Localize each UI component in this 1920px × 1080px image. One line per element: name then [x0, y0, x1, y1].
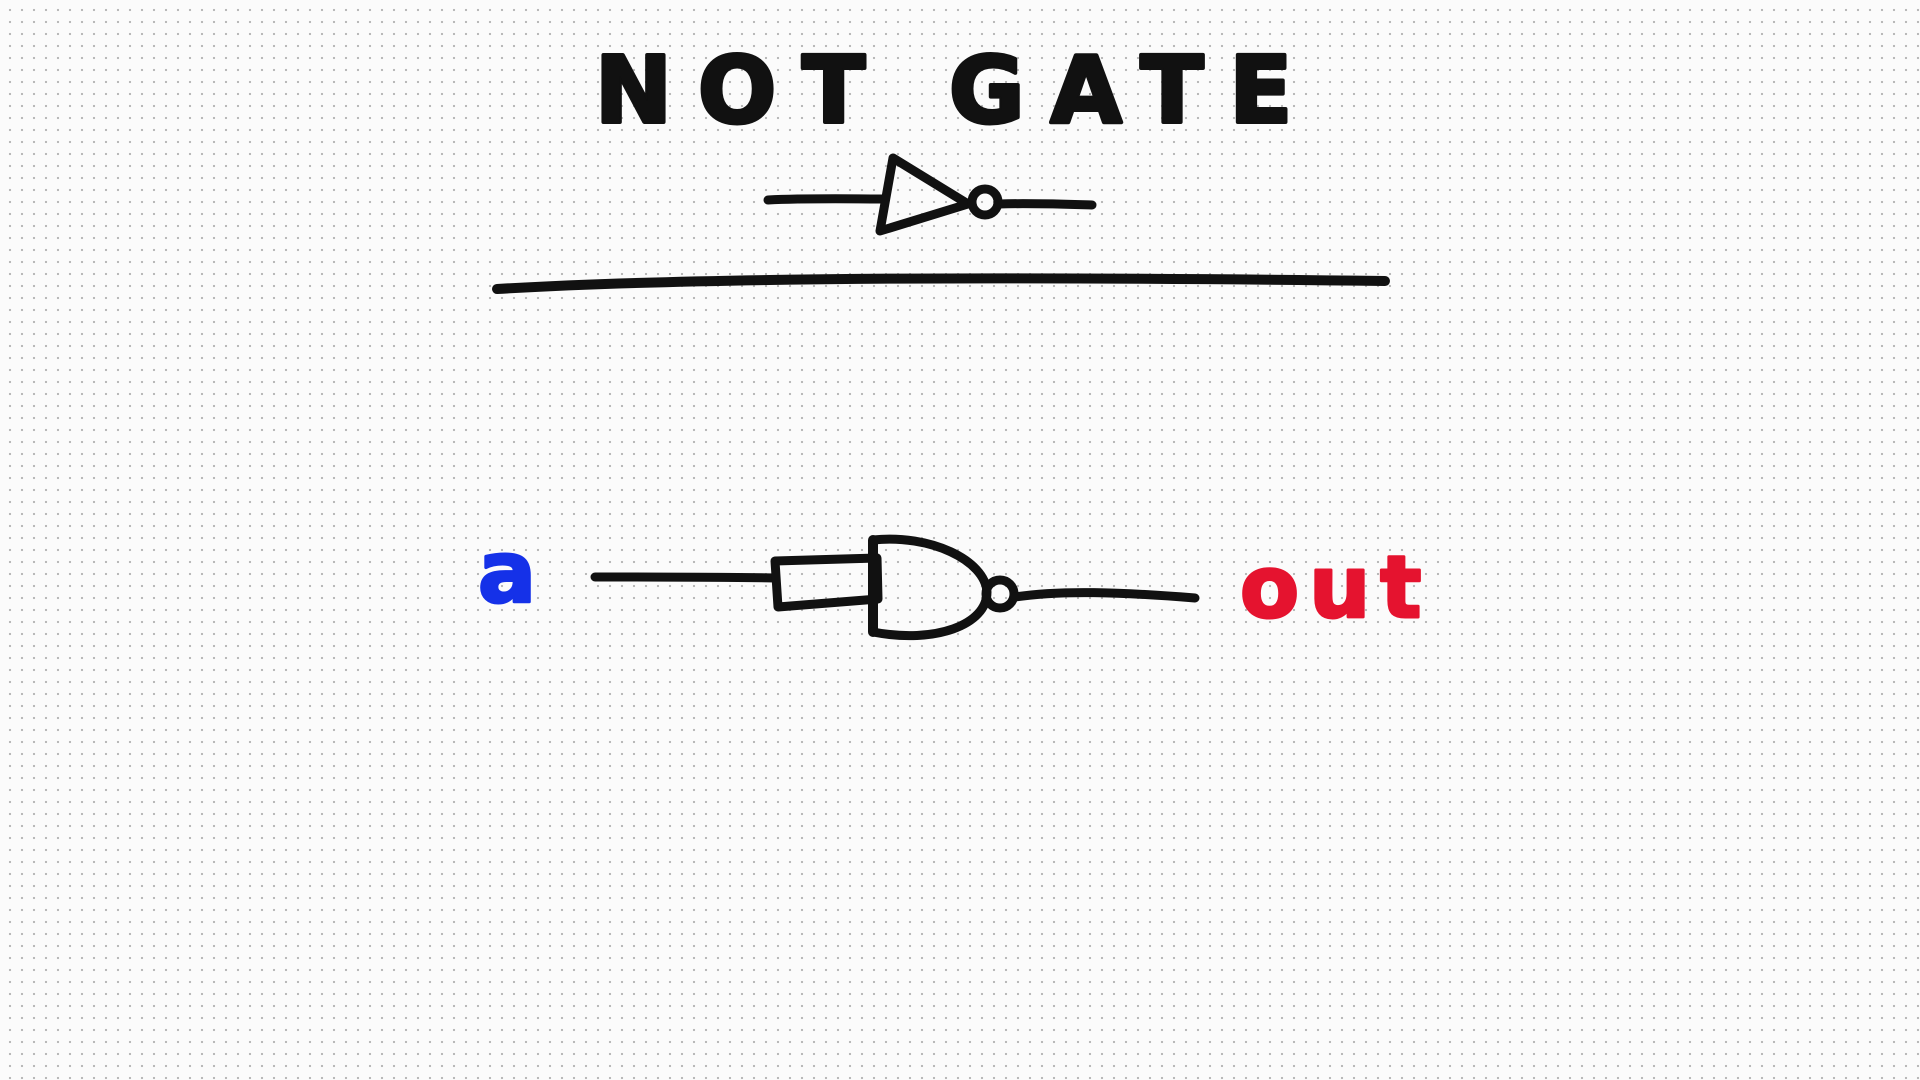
input-split-block	[770, 553, 883, 612]
page-title: NOT GATE	[595, 37, 1318, 144]
not-gate-symbol	[763, 153, 1097, 236]
output-label: out	[1240, 538, 1431, 638]
input-wire	[590, 572, 781, 583]
output-wire	[1010, 588, 1200, 603]
symbol-inversion-bubble	[967, 184, 1003, 220]
symbol-triangle	[875, 153, 973, 236]
input-label: a	[478, 523, 536, 623]
symbol-input-wire	[763, 194, 890, 205]
symbol-output-wire	[994, 199, 1097, 210]
title-divider	[492, 273, 1390, 294]
nand-inversion-bubble	[981, 575, 1019, 613]
nand-not-circuit	[590, 534, 1200, 641]
nand-gate-body	[868, 534, 992, 641]
